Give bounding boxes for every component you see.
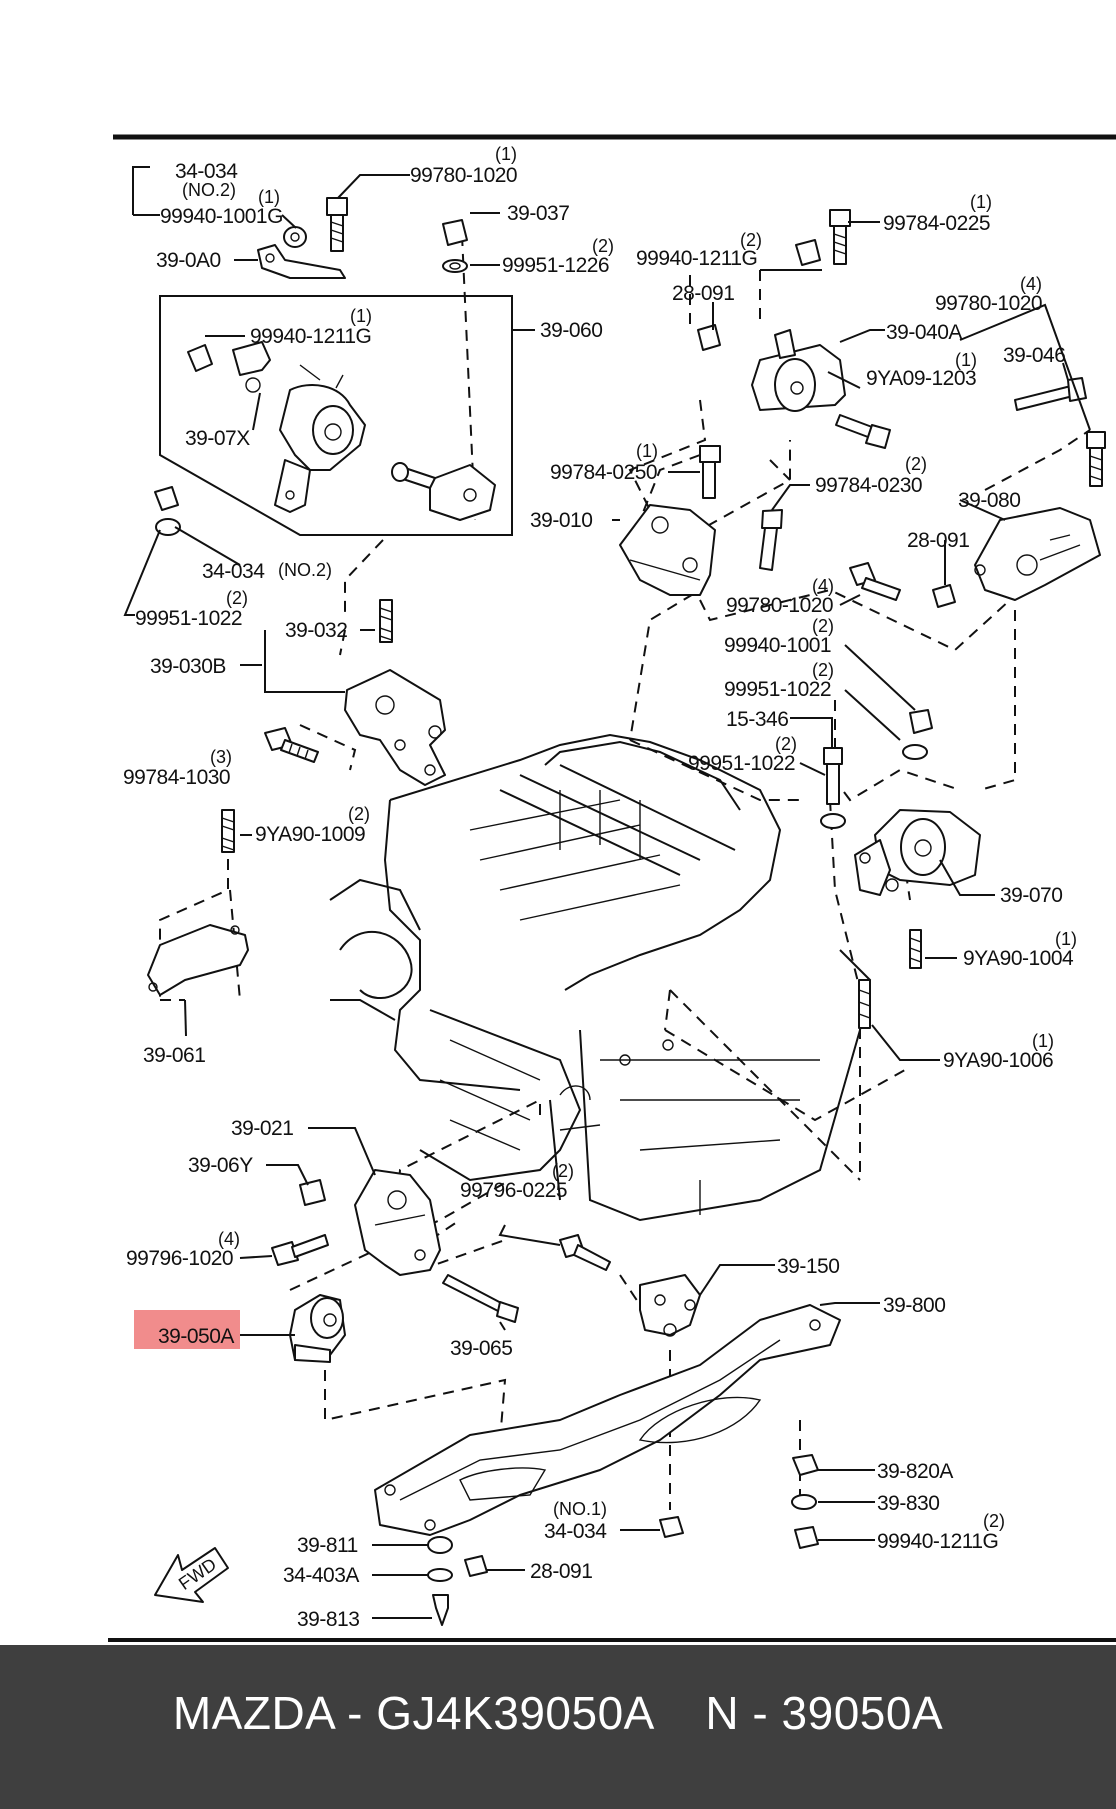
label-99784-0230: 99784-0230 — [815, 474, 922, 497]
label-99951-1022-mid: 99951-1022 — [724, 678, 831, 701]
label-39-032: 39-032 — [285, 619, 347, 642]
qty-99780-1020-mid: (4) — [812, 576, 834, 596]
footer-bar: MAZDA - GJ4K39050A N - 39050A — [0, 1645, 1116, 1809]
qty-99951-1226: (2) — [592, 236, 614, 256]
label-99780-1020-top: 99780-1020 — [410, 164, 517, 187]
label-28-091-right: 28-091 — [907, 529, 969, 552]
qty-99951-1022-mid: (2) — [812, 660, 834, 680]
selected-part-highlight[interactable] — [134, 1310, 240, 1349]
label-39-040a: 39-040A — [886, 321, 962, 344]
leader-lines — [123, 166, 1091, 1619]
label-39-010: 39-010 — [530, 509, 592, 532]
qty-99796-1020: (4) — [218, 1229, 240, 1249]
parts — [147, 197, 1106, 1626]
label-28-091-top: 28-091 — [672, 282, 734, 305]
label-34-034-no1: 34-034 — [544, 1520, 607, 1543]
label-no1: (NO.1) — [553, 1499, 607, 1519]
label-39-037: 39-037 — [507, 202, 569, 225]
label-34-034-no2-mid: 34-034 — [202, 560, 265, 583]
label-99784-1030: 99784-1030 — [123, 766, 230, 789]
label-39-830: 39-830 — [877, 1492, 939, 1515]
label-39-0a0: 39-0A0 — [156, 249, 221, 272]
label-99940-1001: 99940-1001 — [724, 634, 831, 657]
label-39-07x: 39-07X — [185, 427, 250, 450]
label-39-070: 39-070 — [1000, 884, 1062, 907]
qty-99784-0230: (2) — [905, 454, 927, 474]
label-39-061: 39-061 — [143, 1044, 205, 1067]
qty-9ya90-1006: (1) — [1032, 1031, 1054, 1051]
qty-99796-0225: (2) — [552, 1161, 574, 1181]
label-39-065: 39-065 — [450, 1337, 512, 1360]
label-15-346: 15-346 — [726, 708, 788, 731]
part-number-caption: MAZDA - GJ4K39050A N - 39050A — [172, 1687, 944, 1739]
label-9ya90-1009: 9YA90-1009 — [255, 823, 365, 846]
label-99951-1226: 99951-1226 — [502, 254, 609, 277]
label-39-811: 39-811 — [297, 1534, 358, 1557]
label-99796-1020: 99796-1020 — [126, 1247, 233, 1270]
qty-99784-0225: (1) — [970, 192, 992, 212]
qty-99784-1030: (3) — [210, 747, 232, 767]
qty-99940-1001: (2) — [812, 616, 834, 636]
qty-99940-1211g-bottom: (2) — [983, 1511, 1005, 1531]
qty-99951-1022-low: (2) — [775, 734, 797, 754]
engine-mount-diagram: 34-034 (NO.2) 99940-1001G (1) 99780-1020… — [108, 134, 1116, 1642]
qty-9ya90-1009: (2) — [348, 804, 370, 824]
label-39-800: 39-800 — [883, 1294, 945, 1317]
label-99784-0250: 99784-0250 — [550, 461, 657, 484]
label-99940-1211g-bottom: 99940-1211G — [877, 1530, 998, 1553]
engine-block — [329, 733, 872, 1222]
label-39-021: 39-021 — [231, 1117, 293, 1140]
label-no2-mid: (NO.2) — [278, 560, 332, 580]
label-39-080: 39-080 — [958, 489, 1020, 512]
label-no2-top: (NO.2) — [182, 180, 236, 200]
label-99940-1211g-right: 99940-1211G — [636, 247, 757, 270]
label-99780-1020-right: 99780-1020 — [935, 292, 1042, 315]
label-39-060: 39-060 — [540, 319, 602, 342]
qty-99951-1022-left: (2) — [226, 588, 248, 608]
label-39-150: 39-150 — [777, 1255, 839, 1278]
label-99784-0225: 99784-0225 — [883, 212, 990, 235]
label-9ya90-1006: 9YA90-1006 — [943, 1049, 1053, 1072]
label-34-403a: 34-403A — [283, 1564, 359, 1587]
label-9ya90-1004: 9YA90-1004 — [963, 947, 1074, 970]
label-99951-1022-low: 99951-1022 — [688, 752, 795, 775]
qty-99780-1020-top: (1) — [495, 144, 517, 164]
label-39-046: 39-046 — [1003, 344, 1065, 367]
label-39-820a: 39-820A — [877, 1460, 953, 1483]
qty-99780-1020-right: (4) — [1020, 274, 1042, 294]
label-9ya09-1203: 9YA09-1203 — [866, 367, 976, 390]
label-99780-1020-mid: 99780-1020 — [726, 594, 833, 617]
label-39-06y: 39-06Y — [188, 1154, 253, 1177]
qty-9ya09-1203: (1) — [955, 350, 977, 370]
label-39-813: 39-813 — [297, 1608, 359, 1631]
qty-9ya90-1004: (1) — [1055, 929, 1077, 949]
group-box-39-060 — [159, 295, 513, 536]
part-labels: 34-034 (NO.2) 99940-1001G (1) 99780-1020… — [123, 144, 1077, 1631]
label-99940-1001g: 99940-1001G — [160, 205, 283, 228]
qty-99940-1211g-box: (1) — [350, 306, 372, 326]
qty-99940-1211g-right: (2) — [740, 230, 762, 250]
label-39-030b: 39-030B — [150, 655, 226, 678]
qty-99940-1001g: (1) — [258, 187, 280, 207]
label-99796-0225: 99796-0225 — [460, 1179, 567, 1202]
label-99951-1022-left: 99951-1022 — [135, 607, 242, 630]
label-99940-1211g-box: 99940-1211G — [250, 325, 371, 348]
label-28-091-bottom: 28-091 — [530, 1560, 592, 1583]
label-34-034-no2-top: 34-034 — [175, 160, 238, 183]
label-39-050a: 39-050A — [158, 1325, 234, 1348]
qty-99784-0250: (1) — [636, 441, 658, 461]
